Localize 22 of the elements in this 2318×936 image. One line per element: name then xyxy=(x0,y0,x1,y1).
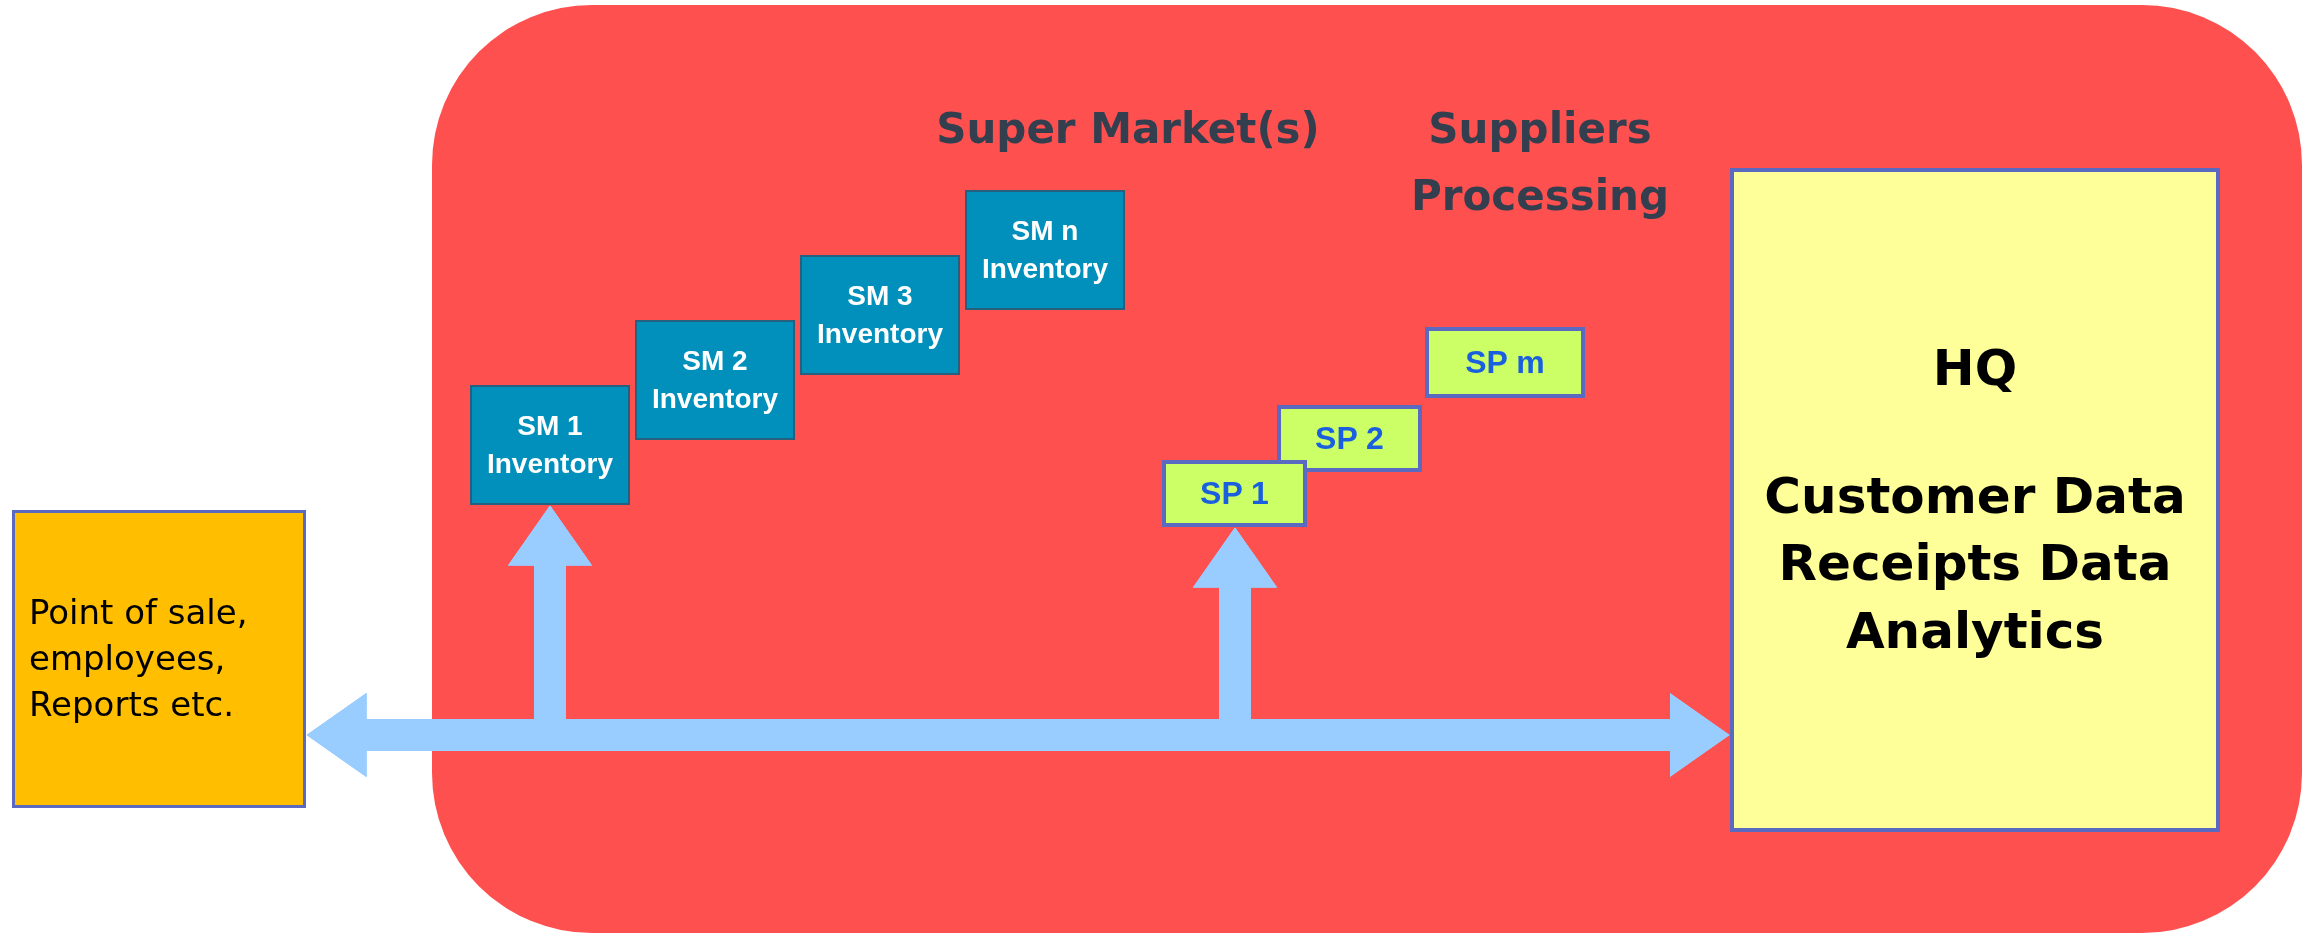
inventory-box xyxy=(635,320,795,440)
box-label: SM 2 Inventory xyxy=(651,344,779,416)
inventory-box xyxy=(470,385,630,505)
box-label: SP 2 xyxy=(1315,418,1384,458)
box-label: HQ xyxy=(1932,338,2018,399)
group-panel xyxy=(432,5,2302,933)
section-heading: Super Market(s) xyxy=(935,103,1321,155)
box-label: SM 3 Inventory xyxy=(816,279,944,351)
box-label: SM 1 Inventory xyxy=(486,409,614,481)
hq-box xyxy=(1730,168,2220,832)
box-label: SP 1 xyxy=(1200,473,1269,513)
inventory-box xyxy=(800,255,960,375)
inventory-box xyxy=(965,190,1125,310)
box-label: Customer Data Receipts Data Analytics xyxy=(1763,465,2187,662)
box-label: SM n Inventory xyxy=(981,214,1109,286)
supplier-box xyxy=(1277,405,1422,472)
supplier-box xyxy=(1162,460,1307,527)
box-label: SP m xyxy=(1465,342,1545,382)
section-heading: Suppliers Processing xyxy=(1409,103,1671,223)
supplier-box xyxy=(1425,327,1585,398)
box-label: Point of sale, employees, Reports etc. xyxy=(29,591,249,726)
info-box xyxy=(12,510,306,808)
